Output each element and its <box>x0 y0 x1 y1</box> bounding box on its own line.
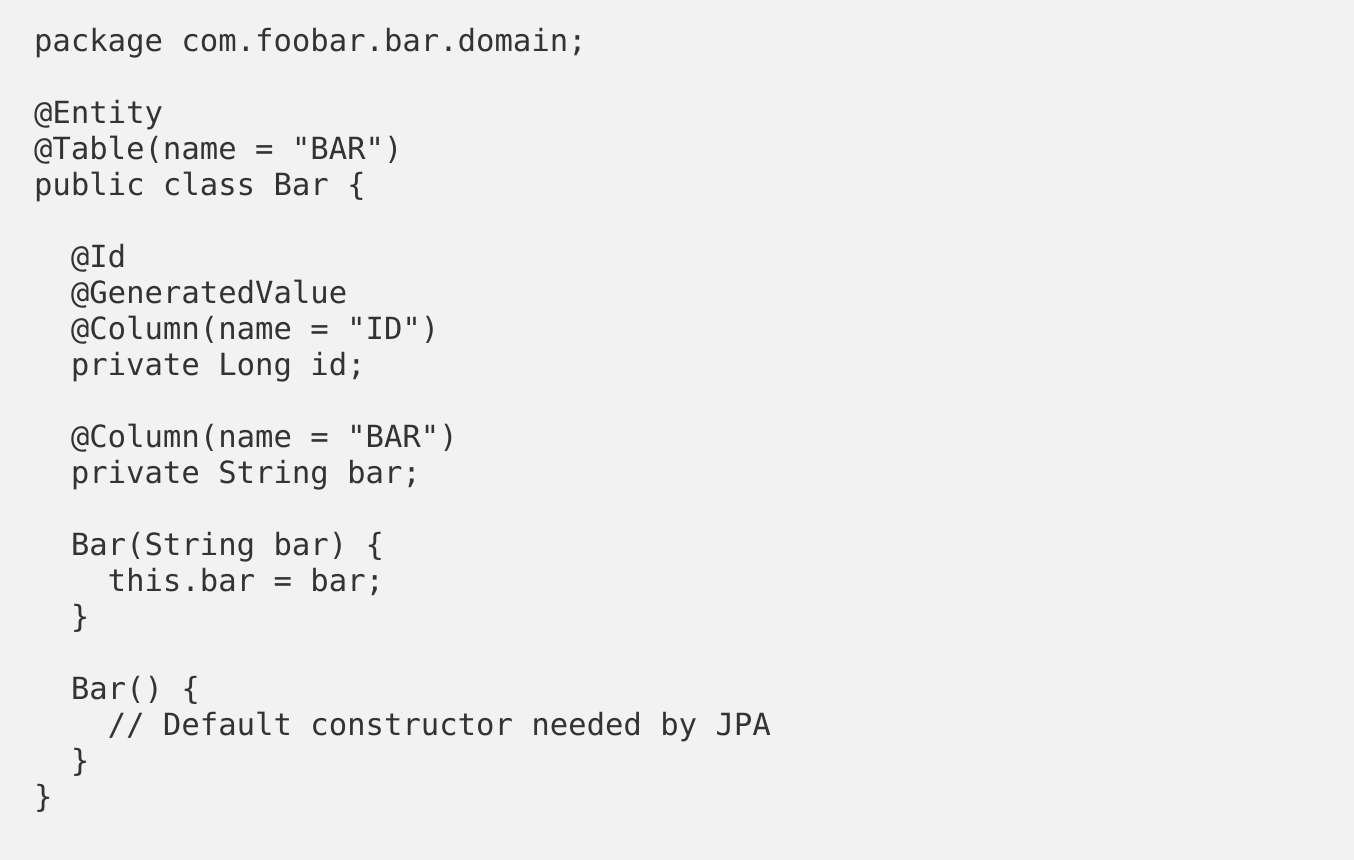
code-line: private String bar; <box>34 456 421 491</box>
code-line: public class Bar { <box>34 168 366 203</box>
code-line: } <box>34 744 90 779</box>
code-line: @Column(name = "ID") <box>34 312 440 347</box>
code-line: // Default constructor needed by JPA <box>34 708 771 743</box>
code-line: } <box>34 600 90 635</box>
code-line-blank <box>34 492 771 528</box>
code-line-blank <box>34 204 771 240</box>
code-line-blank <box>34 60 771 96</box>
code-line: @GeneratedValue <box>34 276 348 311</box>
code-line: Bar() { <box>34 672 200 707</box>
code-line: package com.foobar.bar.domain; <box>34 24 587 59</box>
code-line: Bar(String bar) { <box>34 528 384 563</box>
code-line: } <box>34 780 53 815</box>
code-line-blank <box>34 384 771 420</box>
code-line-blank <box>34 636 771 672</box>
code-line: this.bar = bar; <box>34 564 384 599</box>
code-line: @Column(name = "BAR") <box>34 420 458 455</box>
code-line: private Long id; <box>34 348 366 383</box>
java-source-code[interactable]: package com.foobar.bar.domain; @Entity@T… <box>34 24 771 816</box>
code-line: @Table(name = "BAR") <box>34 132 403 167</box>
code-line: @Entity <box>34 96 163 131</box>
code-line: @Id <box>34 240 127 275</box>
